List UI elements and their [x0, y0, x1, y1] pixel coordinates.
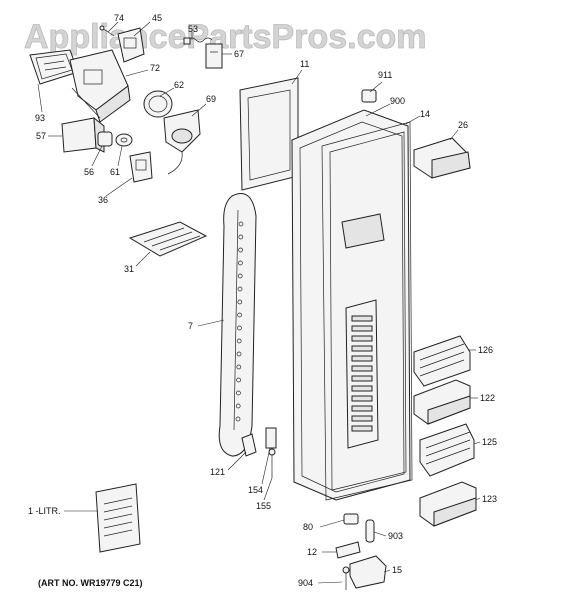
part-900-door-liner[interactable] — [291, 109, 411, 501]
part-911-cap[interactable] — [361, 89, 377, 103]
callout-126: 126 — [478, 345, 493, 355]
callout-31: 31 — [124, 264, 134, 274]
grip-dot — [236, 377, 241, 383]
callout-67: 67 — [234, 49, 244, 59]
callout-122: 122 — [480, 393, 495, 403]
callout-72: 72 — [150, 63, 160, 73]
callout-53: 53 — [188, 24, 198, 34]
grip-dot — [237, 325, 242, 331]
part-45-bracket[interactable] — [117, 27, 145, 63]
part-123-bin[interactable] — [419, 481, 477, 527]
part-14-door-gasket[interactable] — [321, 121, 413, 501]
art-number: (ART NO. WR19779 C21) — [38, 578, 143, 588]
part-69-motor[interactable] — [163, 109, 201, 175]
vent-slot — [351, 325, 373, 332]
part-15-housing[interactable] — [349, 555, 387, 589]
vent-slot — [351, 375, 373, 382]
callout-61: 61 — [110, 167, 120, 177]
part-56-bushing[interactable] — [97, 131, 113, 147]
grip-dot — [238, 234, 244, 240]
part-7-handle[interactable] — [218, 193, 257, 457]
part-26-bin[interactable] — [413, 137, 471, 179]
part-57-solenoid[interactable] — [61, 116, 105, 153]
part-903-tube[interactable] — [365, 519, 375, 543]
grip-dot — [238, 221, 244, 227]
part-31-shelf[interactable] — [128, 221, 208, 257]
grip-dot — [236, 338, 242, 344]
callout-80: 80 — [303, 522, 313, 532]
vent-slot — [351, 405, 373, 412]
callout-36: 36 — [98, 195, 108, 205]
vent-slot — [351, 355, 373, 362]
grip-dot — [237, 273, 243, 279]
vent-slot — [351, 345, 373, 352]
vent-slot — [351, 365, 373, 372]
callout-12: 12 — [307, 547, 317, 557]
part-72-actuator-housing[interactable] — [69, 49, 131, 123]
part-61-nut[interactable] — [115, 133, 133, 147]
callout-litr: 1 -LITR. — [28, 506, 61, 516]
vent-slot — [351, 335, 373, 342]
callout-14: 14 — [420, 109, 430, 119]
callout-57: 57 — [36, 131, 46, 141]
grip-dot — [237, 312, 242, 318]
callout-26: 26 — [458, 120, 468, 130]
part-121-hinge[interactable] — [241, 433, 257, 457]
callout-904: 904 — [298, 578, 313, 588]
part-125-wire-basket[interactable] — [419, 423, 475, 477]
callout-74: 74 — [114, 13, 124, 23]
part-litr-booklet[interactable] — [95, 483, 141, 553]
vent-slot — [351, 395, 373, 402]
vent-slot — [351, 425, 373, 432]
callout-93: 93 — [35, 113, 45, 123]
callout-62: 62 — [174, 80, 184, 90]
part-67-clip[interactable] — [205, 43, 223, 69]
callout-15: 15 — [392, 565, 402, 575]
part-36-switch[interactable] — [129, 151, 153, 183]
part-154-bracket[interactable] — [265, 427, 277, 449]
callout-900: 900 — [390, 96, 405, 106]
part-122-bin[interactable] — [413, 379, 471, 425]
callout-121: 121 — [210, 467, 225, 477]
leader-lines — [37, 21, 481, 584]
grip-dot — [238, 260, 243, 266]
part-155-pin[interactable] — [268, 448, 276, 478]
callout-155: 155 — [256, 501, 271, 511]
vent-slot — [351, 315, 373, 322]
grip-dot — [235, 416, 241, 422]
part-12-clip[interactable] — [335, 541, 361, 559]
part-904-screw[interactable] — [342, 566, 350, 590]
grip-dot — [238, 247, 243, 253]
part-93-control-housing[interactable] — [29, 49, 79, 85]
callout-69: 69 — [206, 94, 216, 104]
vent-slot — [351, 385, 373, 392]
callout-903: 903 — [388, 531, 403, 541]
callout-125: 125 — [482, 437, 497, 447]
vent-slot — [351, 415, 373, 422]
part-126-wire-basket[interactable] — [413, 335, 471, 387]
part-11-dispenser-frame[interactable] — [239, 77, 299, 191]
grip-dot — [236, 364, 242, 370]
callout-154: 154 — [248, 485, 263, 495]
callout-45: 45 — [152, 13, 162, 23]
part-80-plug[interactable] — [343, 513, 359, 525]
grip-dot — [237, 299, 243, 305]
grip-dot — [235, 403, 241, 409]
part-62-ring[interactable] — [143, 90, 173, 118]
grip-dot — [237, 286, 243, 292]
handle-grip — [235, 221, 244, 422]
watermark: AppliancePartsPros.com — [24, 18, 426, 56]
callout-11: 11 — [300, 59, 309, 69]
callout-56: 56 — [84, 167, 94, 177]
grip-dot — [236, 390, 241, 396]
callout-123: 123 — [482, 494, 497, 504]
callout-labels: 74 45 53 67 93 72 62 69 57 56 61 36 11 9… — [28, 13, 497, 588]
callout-7: 7 — [188, 321, 193, 331]
door-vents — [351, 315, 373, 432]
grip-dot — [236, 351, 242, 357]
callout-911: 911 — [378, 70, 392, 80]
